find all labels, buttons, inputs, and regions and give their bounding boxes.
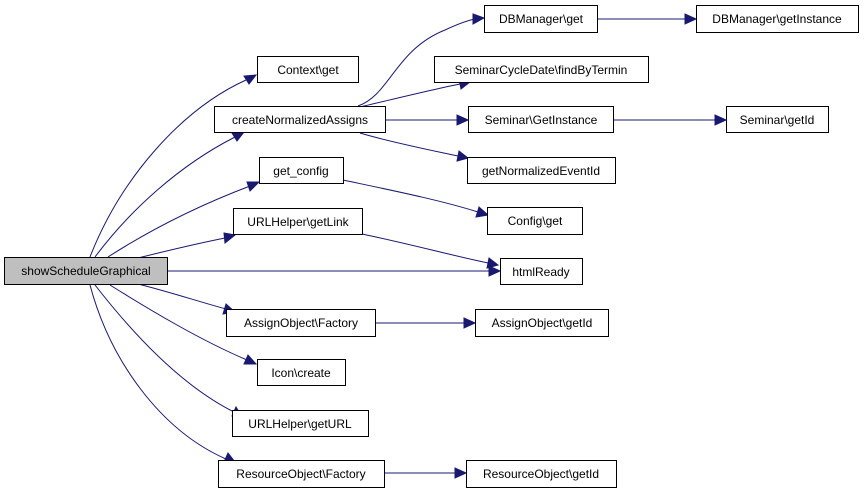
edge-cna-to-getnormalizedeventid [359,132,459,157]
edge-head-urlhelper-getlink [223,232,237,244]
node-seminar-getid[interactable]: Seminar\getId [726,106,829,133]
node-label: ResourceObject\getId [483,467,599,481]
edge-head-getnormalizedeventid [456,150,470,162]
node-show-schedule-graphical[interactable]: showScheduleGraphical [4,257,168,285]
node-label: ResourceObject\Factory [236,467,365,481]
edge-head-assignobject-getid [463,317,477,329]
edge-head-dbmanager-get [472,13,486,25]
node-label: createNormalizedAssigns [232,113,368,127]
node-assignobject-getid[interactable]: AssignObject\getId [475,309,609,337]
edge-head-htmlready-1 [488,265,502,277]
node-label: AssignObject\Factory [244,316,358,330]
node-context-get[interactable]: Context\get [257,56,359,83]
node-create-normalized-assigns[interactable]: createNormalizedAssigns [214,106,386,133]
edge-head-icon-create [243,354,258,365]
edge-head-create-normalized-assigns [231,131,246,142]
node-assignobject-factory[interactable]: AssignObject\Factory [226,309,376,337]
edge-head-config-get [475,206,490,218]
node-urlhelper-getlink[interactable]: URLHelper\getLink [233,208,363,235]
node-label: URLHelper\getLink [247,215,349,229]
edge-show-to-get-config [107,185,251,258]
edge-show-to-assignobject-factory [137,283,227,310]
node-resourceobject-getid[interactable]: ResourceObject\getId [466,460,617,488]
edge-head-seminar-getid [714,114,728,126]
node-get-config[interactable]: get_config [259,157,344,184]
edge-head-dbmanager-getinstance [684,13,698,25]
edge-head-resourceobject-getid [454,467,468,479]
node-htmlready[interactable]: htmlReady [500,258,583,285]
edge-cna-to-dbmanager-get [357,18,476,107]
node-label: URLHelper\getURL [248,417,352,431]
node-label: AssignObject\getId [492,316,593,330]
node-label: Seminar\GetInstance [485,113,598,127]
edge-getconfig-to-config-get [342,179,479,213]
edge-cna-to-seminarcycledate [359,83,461,108]
node-label: Config\get [508,214,563,228]
edge-show-to-icon-create [109,284,248,361]
node-label: SeminarCycleDate\findByTermin [455,63,628,77]
edge-head-seminar-getinstance [456,114,470,126]
node-dbmanager-get[interactable]: DBManager\get [484,5,598,33]
edge-head-get-config [246,181,261,192]
node-label: get_config [273,164,328,178]
edge-show-to-create-normalized-assigns [94,136,236,258]
node-seminarcycledate-findbytermin[interactable]: SeminarCycleDate\findByTermin [434,56,649,83]
node-label: Seminar\getId [740,113,815,127]
node-label: DBManager\get [499,12,584,26]
node-label: showScheduleGraphical [21,264,150,278]
node-label: getNormalizedEventId [482,164,600,178]
edge-show-to-context-get [89,79,247,258]
edge-show-to-urlhelper-getlink [137,237,226,259]
edge-head-context-get [243,74,258,85]
edge-head-htmlready-2 [486,257,500,269]
node-urlhelper-geturl[interactable]: URLHelper\getURL [232,410,369,437]
node-label: Context\get [277,63,339,77]
node-config-get[interactable]: Config\get [487,207,583,235]
edge-getlink-to-htmlready [361,233,489,264]
node-icon-create[interactable]: Icon\create [257,359,346,386]
node-seminar-getinstance[interactable]: Seminar\GetInstance [468,106,614,133]
call-nodes: showScheduleGraphical Context\get create… [4,5,859,488]
node-getnormalizedeventid[interactable]: getNormalizedEventId [467,157,616,184]
edge-show-to-resourceobject-factory [89,284,227,460]
call-edges [89,13,728,479]
node-label: htmlReady [512,265,569,279]
edge-show-to-urlhelper-geturl [94,284,235,413]
node-label: DBManager\getInstance [712,12,842,26]
node-resourceobject-factory[interactable]: ResourceObject\Factory [218,460,385,488]
node-dbmanager-getinstance[interactable]: DBManager\getInstance [696,5,859,33]
node-label: Icon\create [271,366,331,380]
